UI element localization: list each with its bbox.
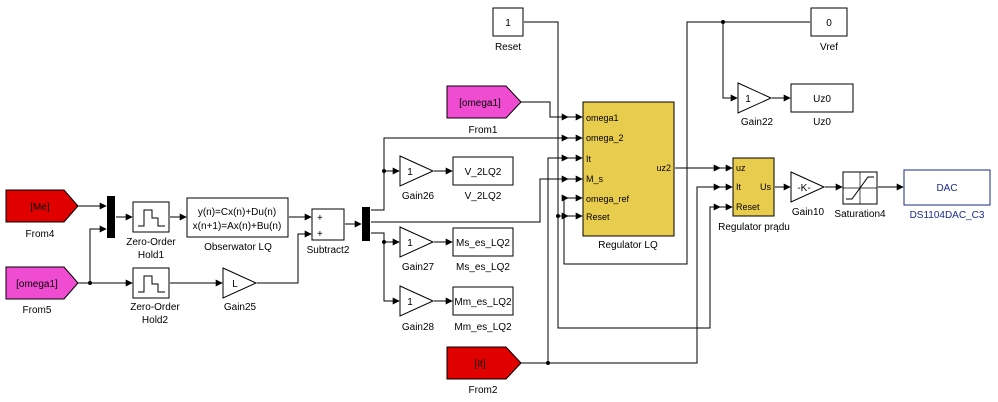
reset-constant[interactable]: 1 Reset [492, 7, 524, 53]
from2-block[interactable]: [It] From2 [446, 346, 522, 396]
dac-text: DAC [936, 183, 957, 194]
from1-label: From1 [469, 125, 498, 136]
regulator-lq-port-ms: M_s [586, 174, 604, 184]
zoh2-block[interactable]: Zero-Order Hold2 [130, 267, 180, 326]
regulator-lq-port-uz2: uz2 [656, 163, 671, 173]
v2lq2-display[interactable]: V_2LQ2 V_2LQ2 [452, 156, 514, 202]
gain28-block[interactable]: 1 Gain28 [399, 285, 435, 333]
dac-label: DS1104DAC_C3 [910, 210, 985, 221]
ms-es-text: Ms_es_LQ2 [456, 238, 510, 249]
ms-es-label: Ms_es_LQ2 [456, 262, 510, 273]
regulator-lq-stubs [568, 113, 583, 220]
mm-es-text: Mm_es_LQ2 [454, 297, 512, 308]
from5-block[interactable]: [omega1] From5 [5, 266, 79, 316]
mux-bar[interactable] [107, 196, 115, 238]
regulator-lq-label: Regulator LQ [598, 240, 658, 251]
zoh2-label-1: Zero-Order [130, 302, 180, 313]
from5-tag: [omega1] [16, 279, 58, 290]
saturation-icon [846, 176, 874, 200]
from5-label: From5 [23, 305, 52, 316]
gain27-label: Gain27 [402, 262, 435, 273]
demux-bar[interactable] [362, 207, 370, 241]
from4-tag: [Me] [30, 202, 50, 213]
ms-es-display[interactable]: Ms_es_LQ2 Ms_es_LQ2 [452, 227, 514, 273]
zoh1-label-2: Hold1 [138, 250, 165, 261]
gain22-block[interactable]: 1 Gain22 [737, 82, 774, 128]
regulator-pradu-stubs [720, 164, 733, 211]
observer-block[interactable]: y(n)=Cx(n)+Du(n) x(n+1)=Ax(n)+Bu(n) Obse… [186, 197, 289, 253]
gain26-value: 1 [407, 167, 413, 178]
gain22-value: 1 [745, 94, 751, 105]
observer-eq1: y(n)=Cx(n)+Du(n) [198, 207, 276, 218]
staircase-icon [138, 209, 165, 227]
gain10-value: -K- [797, 183, 810, 194]
regulator-pradu-port-uz: uz [736, 163, 746, 173]
subtract2-sign2: + [317, 229, 323, 240]
subtract2-block[interactable]: + + Subtract2 [307, 208, 350, 256]
regulator-lq-port-reset: Reset [586, 212, 610, 222]
uz0-text: Uz0 [813, 94, 831, 105]
dac-block[interactable]: DAC DS1104DAC_C3 [903, 169, 991, 221]
saturation4-block[interactable]: Saturation4 [834, 171, 886, 220]
v2lq2-label: V_2LQ2 [465, 191, 502, 202]
from4-block[interactable]: [Me] From4 [5, 189, 79, 240]
gain28-label: Gain28 [402, 322, 435, 333]
gain10-label: Gain10 [792, 207, 825, 218]
subtract2-label: Subtract2 [307, 245, 350, 256]
vref-value: 0 [826, 18, 832, 29]
reset-value: 1 [505, 18, 511, 29]
regulator-lq-port-omega2: omega_2 [586, 133, 624, 143]
gain25-label: Gain25 [224, 302, 257, 313]
staircase-icon [138, 275, 165, 293]
uz0-label: Uz0 [813, 117, 831, 128]
gain25-value: L [232, 279, 238, 290]
gain26-block[interactable]: 1 Gain26 [399, 155, 435, 202]
junction-dots [88, 20, 725, 365]
subtract2-sign1: + [317, 213, 323, 224]
vref-label: Vref [820, 42, 838, 53]
gain25-block[interactable]: L Gain25 [222, 267, 258, 313]
uz0-display[interactable]: Uz0 Uz0 [790, 83, 854, 128]
from4-label: From4 [26, 229, 55, 240]
regulator-lq-port-omega-ref: omega_ref [586, 194, 630, 204]
regulator-lq-block[interactable]: omega1 omega_2 It M_s omega_ref Reset uz… [582, 101, 675, 251]
from2-label: From2 [469, 385, 498, 396]
reset-label: Reset [495, 42, 521, 53]
gain27-value: 1 [407, 238, 413, 249]
zoh1-label-1: Zero-Order [126, 237, 176, 248]
vref-constant[interactable]: 0 Vref [810, 7, 848, 53]
regulator-pradu-label: Regulator prądu [718, 222, 790, 233]
saturation4-label: Saturation4 [834, 209, 886, 220]
gain28-value: 1 [407, 297, 413, 308]
zoh2-label-2: Hold2 [142, 315, 169, 326]
zoh1-block[interactable]: Zero-Order Hold1 [126, 201, 176, 261]
v2lq2-text: V_2LQ2 [465, 167, 502, 178]
from2-tag: [It] [474, 359, 485, 370]
gain22-label: Gain22 [741, 117, 774, 128]
regulator-pradu-port-it: It [736, 182, 742, 192]
mm-es-label: Mm_es_LQ2 [454, 322, 512, 333]
regulator-pradu-port-us: Us [760, 182, 771, 192]
mm-es-display[interactable]: Mm_es_LQ2 Mm_es_LQ2 [452, 286, 514, 333]
regulator-pradu-port-reset: Reset [736, 202, 760, 212]
gain27-block[interactable]: 1 Gain27 [399, 226, 435, 273]
gain10-block[interactable]: -K- Gain10 [790, 171, 826, 218]
observer-eq2: x(n+1)=Ax(n)+Bu(n) [193, 221, 282, 232]
from1-block[interactable]: [omega1] From1 [446, 85, 522, 136]
observer-label: Obserwator LQ [204, 242, 272, 253]
regulator-lq-port-it: It [586, 154, 592, 164]
regulator-pradu-block[interactable]: uz It Reset Us Regulator prądu [718, 157, 790, 233]
from1-tag: [omega1] [459, 98, 501, 109]
gain26-label: Gain26 [402, 191, 435, 202]
regulator-lq-port-omega1: omega1 [586, 113, 619, 123]
signal-lines [77, 21, 904, 364]
